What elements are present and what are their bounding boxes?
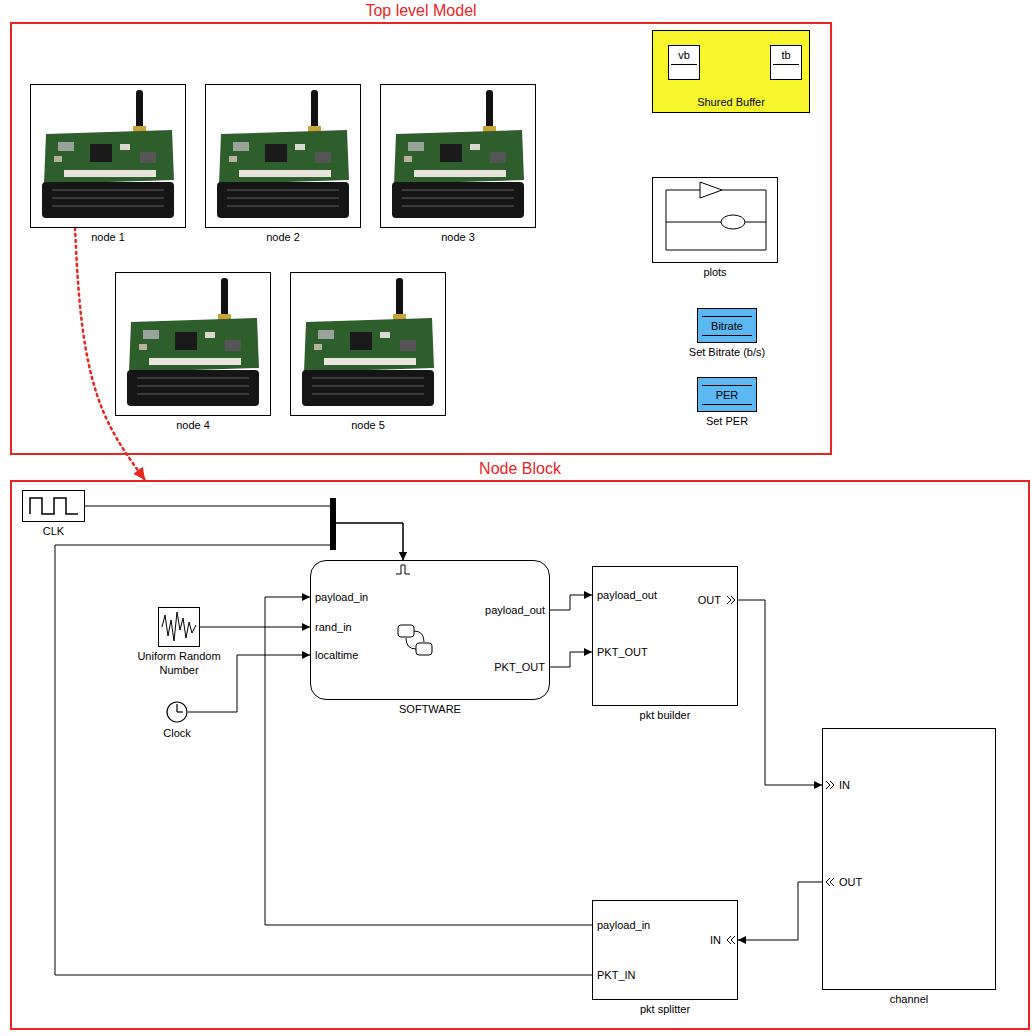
block-label: Set Bitrate (b/s) bbox=[689, 345, 765, 359]
block-label: node 3 bbox=[441, 230, 475, 244]
sensor-board-picture bbox=[392, 90, 524, 218]
block-label: channel bbox=[890, 992, 929, 1006]
noise-symbol bbox=[162, 612, 196, 641]
port-label: PKT_OUT bbox=[597, 645, 648, 659]
store-name: tb bbox=[773, 48, 799, 65]
block-value: PER bbox=[702, 385, 752, 405]
port-label: payload_out bbox=[597, 588, 657, 602]
signal-line bbox=[738, 600, 822, 785]
stateflow-chart: payload_in rand_in localtime payload_outPKT… bbox=[310, 560, 550, 700]
port-label: payload_in bbox=[597, 918, 650, 932]
chart-symbol bbox=[398, 625, 432, 655]
signal-line bbox=[265, 597, 592, 925]
subsystem-block: payload_inPKT_ININpkt splitter bbox=[592, 900, 738, 1000]
signal-line bbox=[188, 655, 310, 712]
data-store-block: tb bbox=[770, 45, 802, 80]
block-label: node 1 bbox=[91, 230, 125, 244]
port-label: localtime bbox=[315, 648, 358, 662]
port-label: payload_out bbox=[485, 603, 545, 617]
sensor-board-picture bbox=[42, 90, 174, 218]
region-frame: node 1node 2node 3node 4node 5vbtbShured… bbox=[10, 22, 832, 455]
scope-symbol bbox=[666, 182, 766, 250]
pulse-symbol bbox=[30, 498, 78, 514]
port-label: rand_in bbox=[315, 620, 352, 634]
mux-bar bbox=[330, 498, 336, 550]
block-label: CLK bbox=[43, 524, 64, 538]
block-label: pkt builder bbox=[640, 708, 691, 722]
region-title: Top level Model bbox=[365, 2, 476, 20]
signal-line bbox=[550, 595, 592, 610]
shared-buffer-area: vb tbShured Buffer bbox=[652, 30, 810, 113]
clock-block: Clock bbox=[166, 701, 188, 723]
signal-line bbox=[738, 882, 822, 940]
bus-port-symbol bbox=[727, 596, 834, 944]
port-label: PKT_IN bbox=[597, 968, 636, 982]
port-label: PKT_OUT bbox=[494, 660, 545, 674]
sensor-board-picture bbox=[217, 90, 349, 218]
block-label: node 2 bbox=[266, 230, 300, 244]
block-label: Uniform Random Number bbox=[129, 649, 229, 677]
sensor-board-picture bbox=[127, 278, 259, 406]
store-name: vb bbox=[671, 48, 697, 65]
signal-line bbox=[55, 523, 592, 975]
trigger-symbol bbox=[396, 565, 410, 574]
data-store-block: vb bbox=[668, 45, 700, 80]
sensor-board-picture bbox=[302, 278, 434, 406]
port-label: OUT bbox=[698, 593, 721, 607]
block-label: plots bbox=[703, 265, 726, 279]
signal-line bbox=[200, 627, 310, 628]
region-title: Node Block bbox=[479, 460, 561, 478]
clock-hands bbox=[177, 704, 183, 712]
node-picture-box: node 2 bbox=[205, 84, 361, 228]
clock-outline bbox=[166, 701, 188, 723]
port-label: OUT bbox=[839, 875, 862, 889]
random-source-block: Uniform Random Number bbox=[158, 607, 200, 647]
node-picture-box: node 3 bbox=[380, 84, 536, 228]
clock-circle bbox=[167, 702, 187, 722]
block-label: pkt splitter bbox=[640, 1002, 690, 1016]
subsystem-block: INOUTchannel bbox=[822, 728, 996, 990]
node-picture-box: node 1 bbox=[30, 84, 186, 228]
port-label: IN bbox=[710, 933, 721, 947]
block-label: Set PER bbox=[706, 414, 748, 428]
constant-block: PERSet PER bbox=[697, 377, 757, 412]
block-label: node 4 bbox=[176, 418, 210, 432]
block-label: Clock bbox=[163, 726, 191, 740]
plots-block: plots bbox=[652, 177, 778, 263]
signal-line bbox=[85, 506, 403, 560]
subsystem-block: payload_outPKT_OUTOUTpkt builder bbox=[592, 566, 738, 706]
signal-line bbox=[550, 652, 592, 667]
area-label: Shured Buffer bbox=[653, 95, 809, 109]
region-frame: CLK payload_in rand_in localtime payload_out… bbox=[10, 480, 1030, 1030]
constant-block: BitrateSet Bitrate (b/s) bbox=[697, 308, 757, 343]
block-value: Bitrate bbox=[702, 316, 752, 336]
block-label: node 5 bbox=[351, 418, 385, 432]
node-picture-box: node 5 bbox=[290, 272, 446, 416]
port-label: payload_in bbox=[315, 590, 368, 604]
block-label: SOFTWARE bbox=[399, 702, 461, 716]
node-picture-box: node 4 bbox=[115, 272, 271, 416]
port-label: IN bbox=[839, 778, 850, 792]
pulse-generator-block: CLK bbox=[22, 490, 85, 522]
